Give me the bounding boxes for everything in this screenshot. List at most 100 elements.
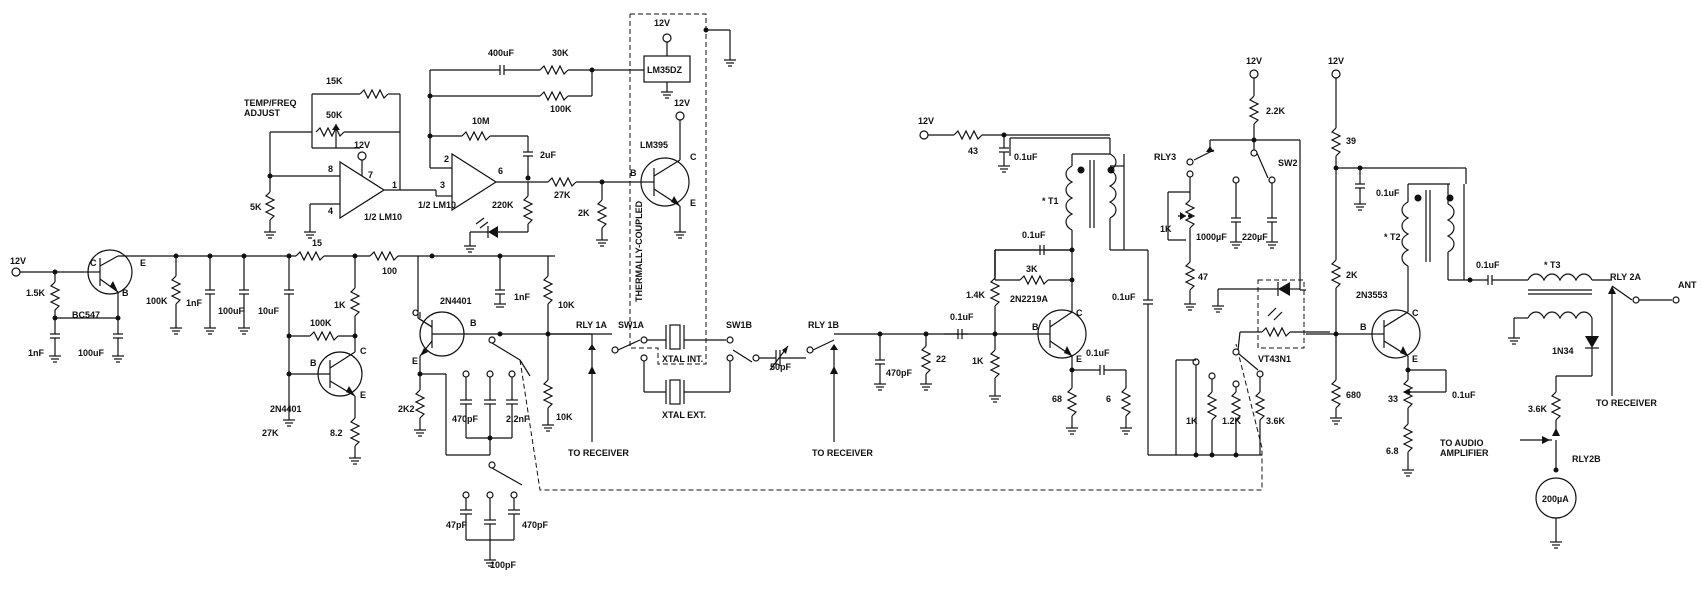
label-12v-opamp: 12V [354, 140, 370, 150]
label-c0-1uf-d: 0.1uF [1014, 152, 1038, 162]
label-12v-final: 12V [1328, 56, 1344, 66]
label-c400uf: 400uF [488, 48, 515, 58]
label-opamp2: 1/2 LM10 [418, 200, 456, 210]
label-r6-8: 6.8 [1386, 446, 1399, 456]
temperature-compensation [264, 13, 736, 365]
label-r1k-c: 1K [1160, 224, 1172, 234]
label-r47: 47 [1198, 272, 1208, 282]
label-r6: 6 [1106, 394, 1111, 404]
label-sw1a: SW1A [618, 320, 645, 330]
label-rly1a: RLY 1A [576, 320, 608, 330]
label-pin-e6: E [1412, 354, 1418, 364]
transistor-2n4401-lower [289, 336, 363, 465]
label-pin-b2: B [310, 358, 317, 368]
receiver-arrows [588, 366, 838, 442]
label-r22: 22 [936, 354, 946, 364]
label-r2k2: 2K2 [398, 404, 415, 414]
label-t1: * T1 [1042, 196, 1059, 206]
rail-1 [142, 250, 555, 427]
label-meter: 200µA [1542, 494, 1569, 504]
label-rly2a: RLY 2A [1610, 272, 1642, 282]
label-to-receiver-b: TO RECEIVER [812, 448, 873, 458]
label-r2k-a: 2K [578, 208, 590, 218]
driver-2n2219a [919, 129, 1262, 456]
label-c1nf-c: 1nF [514, 292, 531, 302]
label-r100k-b: 100K [310, 318, 332, 328]
label-pin-c3: C [412, 308, 419, 318]
label-12v-supply: 12V [10, 256, 26, 266]
label-pin-c5: C [1076, 308, 1083, 318]
label-r43: 43 [968, 146, 978, 156]
label-xtal-ext: XTAL EXT. [662, 410, 706, 420]
label-c2uf: 2uF [540, 150, 557, 160]
label-r30k: 30K [552, 48, 569, 58]
label-c0-1uf-e: 0.1uF [1112, 292, 1136, 302]
label-rly1b: RLY 1B [808, 320, 840, 330]
label-c50pf: 50pF [770, 362, 792, 372]
label-pin-8: 8 [328, 164, 333, 174]
label-r680: 680 [1346, 390, 1361, 400]
label-pin-e4: E [690, 198, 696, 208]
label-r27k-b: 27K [554, 190, 571, 200]
label-c0-1uf-c: 0.1uF [1086, 348, 1110, 358]
label-r2k-b: 2K [1346, 270, 1358, 280]
label-t2: * T2 [1384, 232, 1401, 242]
label-r10m: 10M [472, 116, 490, 126]
label-r3-6k-b: 3.6K [1528, 404, 1548, 414]
label-pin-c2: C [360, 346, 367, 356]
oscillator-wiring [414, 256, 592, 567]
label-pin-4: 4 [328, 206, 333, 216]
label-2n4401-a: 2N4401 [270, 404, 302, 414]
label-12v-lm395: 12V [674, 98, 690, 108]
label-pin-c1: C [90, 258, 97, 268]
label-c470pf-b: 470pF [522, 520, 549, 530]
label-pin-b6: B [1360, 322, 1367, 332]
dashed-linkage [519, 343, 1263, 491]
label-pin-e2: E [360, 390, 366, 400]
agc-relay-section [1167, 69, 1330, 458]
label-pin-6: 6 [498, 166, 503, 176]
label-pin-e1: E [140, 258, 146, 268]
label-c1nf-b: 1nF [186, 298, 203, 308]
label-r50k: 50K [326, 110, 343, 120]
label-r68: 68 [1052, 394, 1062, 404]
label-r39: 39 [1346, 136, 1356, 146]
label-c0-1uf-h: 0.1uF [1476, 260, 1500, 270]
label-pin-2: 2 [444, 154, 449, 164]
label-r1-4k: 1.4K [966, 290, 986, 300]
label-pin-c4: C [690, 152, 697, 162]
label-pin-b5: B [1032, 322, 1039, 332]
label-t3: * T3 [1544, 260, 1561, 270]
label-temp-adjust: TEMP/FREQ [244, 98, 297, 108]
label-1n34: 1N34 [1552, 346, 1574, 356]
label-lm35dz: LM35DZ [647, 65, 683, 75]
label-c0-1uf-f: 0.1uF [1376, 188, 1400, 198]
label-lm395: LM395 [640, 140, 668, 150]
label-r220k: 220K [492, 200, 514, 210]
label-c100uf-a: 100uF [78, 348, 105, 358]
label-rly3: RLY3 [1154, 152, 1176, 162]
label-r27k-a: 27K [262, 428, 279, 438]
label-c1000uf: 1000µF [1196, 232, 1227, 242]
label-sw1b: SW1B [726, 320, 753, 330]
label-c470pf-a: 470pF [452, 414, 479, 424]
label-thermally-coupled: THERMALLY-COUPLED [634, 200, 644, 302]
label-r5k: 5K [250, 202, 262, 212]
label-to-audio-2: AMPLIFIER [1440, 448, 1489, 458]
label-pin-c6: C [1412, 308, 1419, 318]
label-c47pf: 47pF [446, 520, 468, 530]
label-c100uf-b: 100uF [218, 306, 245, 316]
label-pin-7: 7 [368, 170, 373, 180]
label-r1k-b: 1K [972, 356, 984, 366]
label-12v-lm35: 12V [654, 18, 670, 28]
label-sw2: SW2 [1278, 158, 1298, 168]
label-c0-1uf-b: 0.1uF [1022, 230, 1046, 240]
label-r10k-b: 10K [556, 412, 573, 422]
transistor-2n4401-upper [417, 311, 500, 357]
label-c1nf-a: 1nF [28, 348, 45, 358]
label-pin-b4: B [630, 168, 637, 178]
label-c100pf: 100pF [490, 560, 517, 570]
label-2n4401-b: 2N4401 [440, 296, 472, 306]
label-r1-2k: 1.2K [1222, 416, 1242, 426]
